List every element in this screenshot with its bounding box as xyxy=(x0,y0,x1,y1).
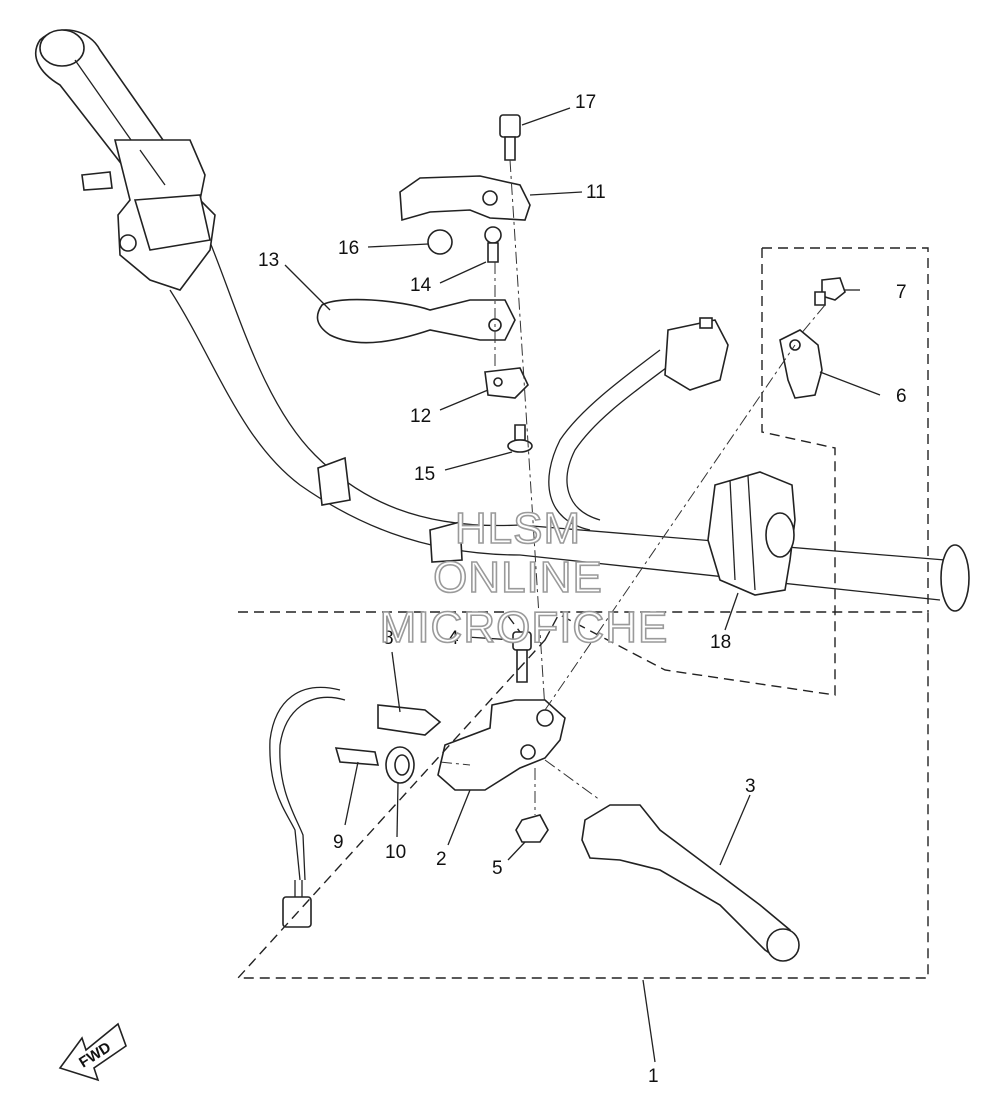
clamp-6 xyxy=(779,329,823,399)
watermark: HLSM ONLINE MICROFICHE xyxy=(379,503,669,653)
switch-harness xyxy=(548,317,729,531)
callout-12: 12 xyxy=(410,406,431,427)
leader-lines xyxy=(284,107,881,1063)
locknut-10 xyxy=(385,746,415,784)
callout-8: 8 xyxy=(383,628,394,649)
bolt-14 xyxy=(484,226,502,263)
adjuster-9 xyxy=(334,747,380,766)
group-18-boundary xyxy=(559,247,929,696)
callout-9: 9 xyxy=(333,832,344,853)
callout-13: 13 xyxy=(258,250,279,271)
callout-2: 2 xyxy=(436,849,447,870)
callout-18: 18 xyxy=(710,632,731,653)
callout-16: 16 xyxy=(338,238,359,259)
clutch-lever-3 xyxy=(581,804,800,962)
callout-14: 14 xyxy=(410,275,432,296)
plate-12 xyxy=(484,367,529,399)
forward-arrow-icon: FWD xyxy=(58,1022,127,1082)
bolt-17 xyxy=(499,114,521,161)
lever-13 xyxy=(316,298,516,344)
callout-labels: 17 11 16 13 14 12 15 7 6 18 8 4 9 10 2 5… xyxy=(258,92,907,1087)
screw-15 xyxy=(507,424,533,453)
handlebar xyxy=(169,229,970,612)
callout-6: 6 xyxy=(896,386,907,407)
brake-master-cylinder xyxy=(81,139,216,291)
callout-3: 3 xyxy=(745,776,756,797)
watermark-line-1: HLSM xyxy=(455,504,581,553)
handlebar-switch-18 xyxy=(707,471,796,596)
callout-7: 7 xyxy=(896,282,907,303)
callout-1: 1 xyxy=(648,1066,659,1087)
callout-11: 11 xyxy=(586,182,606,203)
callout-4: 4 xyxy=(448,628,459,649)
nut-5 xyxy=(515,814,549,843)
callout-10: 10 xyxy=(385,842,406,863)
bolt-7 xyxy=(814,277,846,306)
group-1-boundary xyxy=(236,611,929,979)
watermark-line-3: MICROFICHE xyxy=(380,603,669,652)
watermark-line-2: ONLINE xyxy=(433,553,603,602)
switch-cable-8 xyxy=(269,686,442,928)
callout-15: 15 xyxy=(414,464,435,485)
lever-holder-2 xyxy=(437,699,566,791)
callout-17: 17 xyxy=(575,92,596,113)
callout-5: 5 xyxy=(492,858,503,879)
knob-16 xyxy=(427,229,453,255)
holder-11 xyxy=(399,175,531,222)
